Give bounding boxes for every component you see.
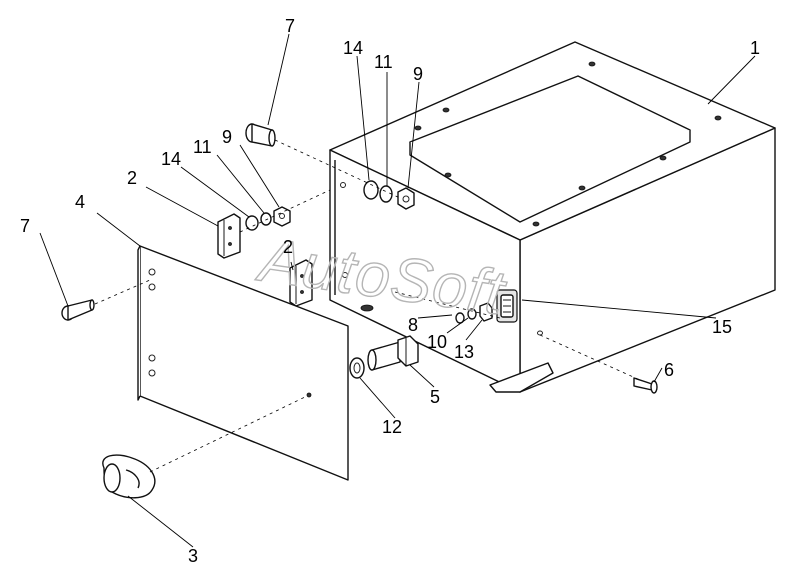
left-fastener-stack (245, 206, 291, 231)
callout-bracket-left: 2 (127, 168, 137, 188)
callout-nut-left: 9 (222, 127, 232, 147)
callout-labels: 1 7 14 11 9 9 11 14 2 4 7 2 15 8 10 13 6… (20, 16, 760, 566)
axis-screw (539, 334, 641, 381)
bracket-left (217, 213, 241, 259)
leader-lines (39, 33, 756, 548)
callout-bolt-large: 5 (430, 387, 440, 407)
callout-pin-top: 7 (285, 16, 295, 36)
cover-plate (137, 245, 349, 481)
callout-washer-top: 11 (374, 52, 393, 72)
callout-nut-top: 9 (413, 64, 423, 84)
axis-pin-top (274, 139, 401, 199)
callout-screw-right: 6 (664, 360, 674, 380)
callout-part-13: 13 (454, 342, 474, 362)
callout-connector: 15 (712, 317, 732, 337)
callout-housing: 1 (750, 38, 760, 58)
callout-washer-small-top: 14 (343, 38, 363, 58)
callout-part-10: 10 (427, 332, 447, 352)
screw-right (633, 377, 658, 394)
callout-cover-plate: 4 (75, 192, 85, 212)
callout-pin-left: 7 (20, 216, 30, 236)
bolt-large (367, 335, 419, 371)
axis-knob (149, 396, 306, 473)
callout-washer-small-left: 14 (161, 149, 181, 169)
axis-left-stack (239, 189, 331, 233)
connector-block (496, 289, 518, 323)
callout-part-8: 8 (408, 315, 418, 335)
callout-washer-large: 12 (382, 417, 402, 437)
bracket-right (289, 259, 313, 307)
callout-knob: 3 (188, 546, 198, 566)
washer-large (349, 357, 365, 379)
axis-pin-left (94, 279, 151, 305)
small-parts-8-10-13 (455, 302, 493, 324)
housing-box (329, 41, 776, 393)
knob (102, 454, 156, 499)
callout-bracket-right: 2 (283, 237, 293, 257)
callout-washer-left: 11 (193, 137, 212, 157)
pin-top (245, 123, 276, 147)
